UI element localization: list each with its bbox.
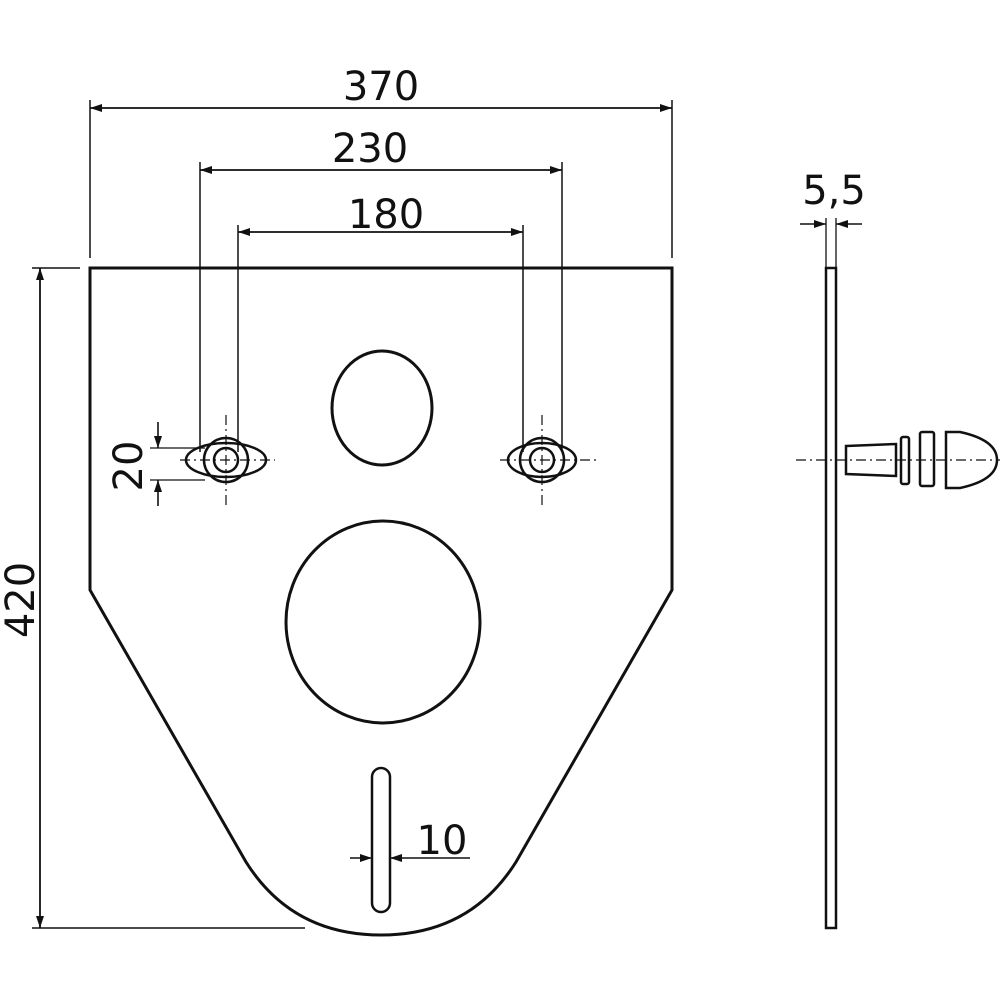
dimension-420: 420 <box>0 267 305 929</box>
dimension-420-label: 420 <box>0 562 44 638</box>
dimension-10: 10 <box>350 818 470 864</box>
dimension-180-label: 180 <box>348 192 424 238</box>
fastener-assembly <box>844 430 999 490</box>
fastener-cap <box>944 430 999 490</box>
dimension-370: 370 <box>89 64 673 258</box>
dimension-10-label: 10 <box>417 818 468 864</box>
lower-opening <box>284 519 482 725</box>
dimension-180: 180 <box>237 192 524 452</box>
dimension-20: 20 <box>106 422 205 506</box>
dimension-5-5-label: 5,5 <box>802 168 866 214</box>
plate-outline <box>88 266 674 937</box>
plate-side-view <box>824 266 838 930</box>
vertical-slot <box>370 766 392 914</box>
fastener-spacer <box>918 430 936 488</box>
fastener-bolt <box>844 442 898 478</box>
dimension-230-label: 230 <box>332 126 408 172</box>
dimension-370-label: 370 <box>343 64 419 110</box>
fastener-washer <box>899 435 911 486</box>
hole-centerlines <box>180 415 600 505</box>
dimension-5-5: 5,5 <box>800 168 866 268</box>
upper-opening <box>330 349 434 467</box>
dimension-230: 230 <box>199 126 563 452</box>
dimension-20-label: 20 <box>106 441 152 492</box>
